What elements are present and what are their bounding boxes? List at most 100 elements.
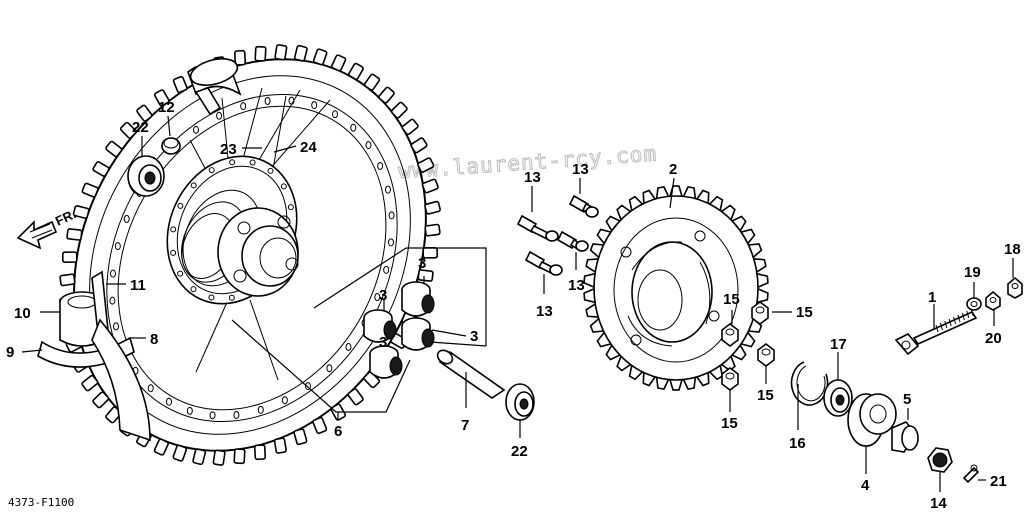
tread-knob <box>312 416 328 435</box>
tread-knob <box>81 374 99 392</box>
callout-3a: 3 <box>418 255 426 272</box>
callout-13d: 13 <box>536 303 553 320</box>
cotter-pin-21 <box>962 464 980 484</box>
tread-knob <box>417 269 434 282</box>
callout-15b: 15 <box>796 304 813 321</box>
callout-15a: 15 <box>723 291 740 308</box>
spoke-hole <box>113 322 120 331</box>
spoke-hole <box>365 141 372 150</box>
bolt-thread <box>966 310 970 319</box>
callout-10: 10 <box>14 305 31 322</box>
tread-knob <box>72 205 90 219</box>
tread-knob <box>273 437 287 454</box>
callout-22a: 22 <box>132 119 149 136</box>
wheel-dampers <box>363 281 435 379</box>
spoke-hole <box>233 411 240 419</box>
bearing-22-left <box>127 155 165 197</box>
tread-knob <box>293 428 308 446</box>
callout-12: 12 <box>158 99 175 116</box>
hub-hole <box>170 249 177 256</box>
spoke-hole <box>147 384 154 393</box>
tread-knob <box>417 157 435 173</box>
tread-knob <box>136 104 153 122</box>
hub-hole <box>190 286 197 293</box>
driven-sprocket-2 <box>583 185 769 391</box>
bolt-thread <box>948 318 952 327</box>
tread-knob <box>347 388 364 406</box>
callout-3b: 3 <box>379 287 387 304</box>
callout-9: 9 <box>6 344 14 361</box>
spoke-hole <box>209 411 216 420</box>
tread-knob <box>421 178 439 194</box>
spoke-hole <box>166 397 172 406</box>
tread-knob <box>378 86 395 104</box>
spoke-hole <box>114 242 121 251</box>
tread-knob <box>81 182 99 198</box>
diagram-code: 4373-F1100 <box>8 496 74 509</box>
tread-knob <box>119 121 137 139</box>
hub-hole <box>228 294 235 301</box>
tread-knob <box>233 448 246 465</box>
tread-knob <box>153 438 169 456</box>
spoke-hole <box>193 125 199 134</box>
tread-knob <box>105 140 123 158</box>
axle-nut-14 <box>927 447 953 473</box>
spoke-hole <box>305 382 311 391</box>
tread-knob <box>233 49 247 66</box>
bolt-thread <box>953 316 957 325</box>
collar-5 <box>891 421 919 453</box>
tread-knob <box>424 200 441 215</box>
callout-21: 21 <box>990 473 1007 490</box>
tread-knob <box>212 449 226 466</box>
spacer-collar-7 <box>436 349 506 399</box>
nut-20 <box>985 290 1001 311</box>
callout-13c: 13 <box>568 277 585 294</box>
wheel-hub <box>166 155 299 305</box>
spoke-hole <box>345 342 352 351</box>
tread-knob <box>348 62 364 81</box>
tread-knob <box>331 54 347 72</box>
spoke-hole <box>186 406 193 415</box>
spoke-hole <box>350 123 357 132</box>
callout-24: 24 <box>300 139 317 156</box>
hub-hole <box>170 226 177 233</box>
hub-hole <box>208 167 215 174</box>
cap-nut-18 <box>1007 276 1023 299</box>
callout-11: 11 <box>130 277 146 294</box>
spoke-hole <box>311 101 318 110</box>
tread-knob <box>293 44 308 62</box>
hub-hole <box>267 167 274 174</box>
sprocket-flange-4 <box>847 393 897 447</box>
tread-knob <box>172 444 188 462</box>
callout-14: 14 <box>930 495 947 512</box>
callout-18: 18 <box>1004 241 1021 258</box>
callout-3d: 3 <box>379 334 387 351</box>
tread-knob <box>61 251 78 264</box>
tread-knob <box>424 223 441 237</box>
hub-hole <box>190 182 197 189</box>
spoke-hole <box>377 162 384 170</box>
bearing-22-right <box>505 383 535 421</box>
bolt-thread <box>961 312 965 321</box>
callout-15c: 15 <box>757 387 774 404</box>
bolt-thread <box>935 324 939 333</box>
spoke-hole <box>383 265 390 274</box>
hub-hole <box>229 159 236 166</box>
spoke-hole <box>384 185 391 194</box>
callout-7: 7 <box>461 417 469 434</box>
washer-19 <box>966 297 982 311</box>
chain-adjuster-bolt-1 <box>894 308 978 356</box>
leader-lines <box>21 115 1014 492</box>
tread-knob <box>66 228 83 241</box>
tread-knob <box>92 391 110 409</box>
hub-hole <box>177 270 184 277</box>
tread-knob <box>254 45 267 62</box>
callout-16: 16 <box>789 435 806 452</box>
front-direction-arrow-icon: FR. <box>16 206 78 250</box>
bolt-thread <box>939 322 943 331</box>
spoke-hole <box>264 97 271 105</box>
callout-13b: 13 <box>572 161 589 178</box>
callout-1: 1 <box>928 289 936 306</box>
tread-knob <box>401 118 419 136</box>
